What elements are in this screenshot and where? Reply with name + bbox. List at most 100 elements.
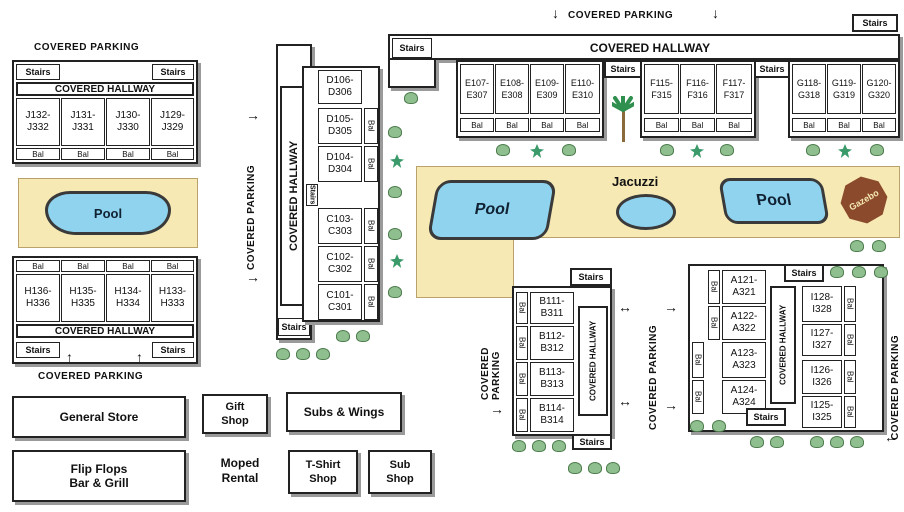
shrub-icon [870,144,884,156]
shrub-icon [388,228,402,240]
pool-deck-lower [416,230,514,298]
unit-f116[interactable]: F116- F316 [680,64,715,114]
balcony: Bal [844,286,856,322]
arrow-left-right-icon: ↔ [618,299,632,315]
balcony: Bal [61,260,105,272]
pool-right: Pool [717,178,831,224]
sub-shop[interactable]: Sub Shop [368,450,432,494]
shrub-icon [690,144,704,158]
arrow-right-icon: → [246,107,260,123]
covered-parking-label-right: COVERED PARKING [890,334,901,440]
building-j: Stairs Stairs COVERED HALLWAY J132- J332… [12,60,198,164]
hallway-a: COVERED HALLWAY [770,286,796,404]
shrub-icon [388,126,402,138]
shrub-icon [838,144,852,158]
balcony: Bal [844,396,856,428]
shrub-icon [388,286,402,298]
unit-c102[interactable]: C102- C302 [318,246,362,282]
unit-g120[interactable]: G120- G320 [862,64,896,114]
shrub-icon [690,420,704,432]
shrub-icon [830,436,844,448]
unit-e108[interactable]: E108- E308 [495,64,529,114]
shrub-icon [316,348,330,360]
unit-j130[interactable]: J130- J330 [106,98,150,146]
balcony: Bal [151,148,194,160]
unit-h134[interactable]: H134- H334 [106,274,150,322]
stairs: Stairs [572,434,612,450]
shrub-icon [750,436,764,448]
unit-f115[interactable]: F115- F315 [644,64,679,114]
unit-j132[interactable]: J132- J332 [16,98,60,146]
arrow-right-icon: → [664,397,678,413]
shrub-icon [336,330,350,342]
stairs: Stairs [278,318,310,336]
unit-a123[interactable]: A123- A323 [722,342,766,378]
unit-b112[interactable]: B112- B312 [530,326,574,360]
balcony: Bal [364,208,378,244]
subs-and-wings[interactable]: Subs & Wings [286,392,402,432]
unit-j131[interactable]: J131- J331 [61,98,105,146]
unit-e110[interactable]: E110- E310 [565,64,600,114]
unit-a122[interactable]: A122- A322 [722,306,766,340]
unit-g119[interactable]: G119- G319 [827,64,861,114]
unit-i128[interactable]: I128- I328 [802,286,842,322]
unit-h135[interactable]: H135- H335 [61,274,105,322]
unit-g118[interactable]: G118- G318 [792,64,826,114]
building-e: E107- E307 E108- E308 E109- E309 E110- E… [456,60,604,138]
balcony: Bal [565,118,600,132]
balcony: Bal [364,146,378,182]
balcony: Bal [644,118,679,132]
covered-parking-label-b: COVERED PARKING [480,347,502,400]
balcony: Bal [680,118,715,132]
unit-e109[interactable]: E109- E309 [530,64,564,114]
unit-b113[interactable]: B113- B313 [530,362,574,396]
balcony: Bal [844,360,856,394]
unit-d106[interactable]: D106- D306 [318,70,362,104]
unit-e107[interactable]: E107- E307 [460,64,494,114]
shrub-icon [712,420,726,432]
unit-i127[interactable]: I127- I327 [802,324,842,356]
unit-c101[interactable]: C101- C301 [318,284,362,320]
stairs: Stairs [152,342,194,358]
general-store[interactable]: General Store [12,396,186,438]
shrub-icon [720,144,734,156]
unit-b114[interactable]: B114- B314 [530,398,574,432]
t-shirt-shop[interactable]: T-Shirt Shop [288,450,358,494]
unit-b111[interactable]: B111- B311 [530,292,574,324]
balcony: Bal [692,380,704,414]
unit-d105[interactable]: D105- D305 [318,108,362,144]
shrub-icon [390,254,404,268]
stairs: Stairs [306,184,318,206]
arrow-up-icon: ↑ [66,349,73,365]
gift-shop[interactable]: Gift Shop [202,394,268,434]
unit-i125[interactable]: I125- I325 [802,396,842,428]
unit-j129[interactable]: J129- J329 [151,98,194,146]
unit-f117[interactable]: F117- F317 [716,64,752,114]
arrow-left-icon: ← [884,429,898,445]
unit-c103[interactable]: C103- C303 [318,208,362,244]
balcony: Bal [151,260,194,272]
shrub-icon [850,436,864,448]
shrub-icon [810,436,824,448]
unit-i126[interactable]: I126- I326 [802,360,842,394]
shrub-icon [568,462,582,474]
flip-flops-bar-grill[interactable]: Flip Flops Bar & Grill [12,450,186,502]
shrub-icon [850,240,864,252]
shrub-icon [588,462,602,474]
stairs: Stairs [746,408,786,426]
stairs: Stairs [392,38,432,58]
unit-d104[interactable]: D104- D304 [318,146,362,182]
balcony: Bal [106,260,150,272]
balcony: Bal [716,118,752,132]
shrub-icon [512,440,526,452]
covered-parking-label-top-center: COVERED PARKING [568,10,674,21]
balcony: Bal [16,148,60,160]
shrub-icon [830,266,844,278]
arrow-right-icon: → [664,299,678,315]
unit-h136[interactable]: H136- H336 [16,274,60,322]
balcony: Bal [495,118,529,132]
unit-a121[interactable]: A121- A321 [722,270,766,304]
unit-h133[interactable]: H133- H333 [151,274,194,322]
covered-parking-label-a: COVERED PARKING [648,324,659,430]
jacuzzi [616,194,676,230]
